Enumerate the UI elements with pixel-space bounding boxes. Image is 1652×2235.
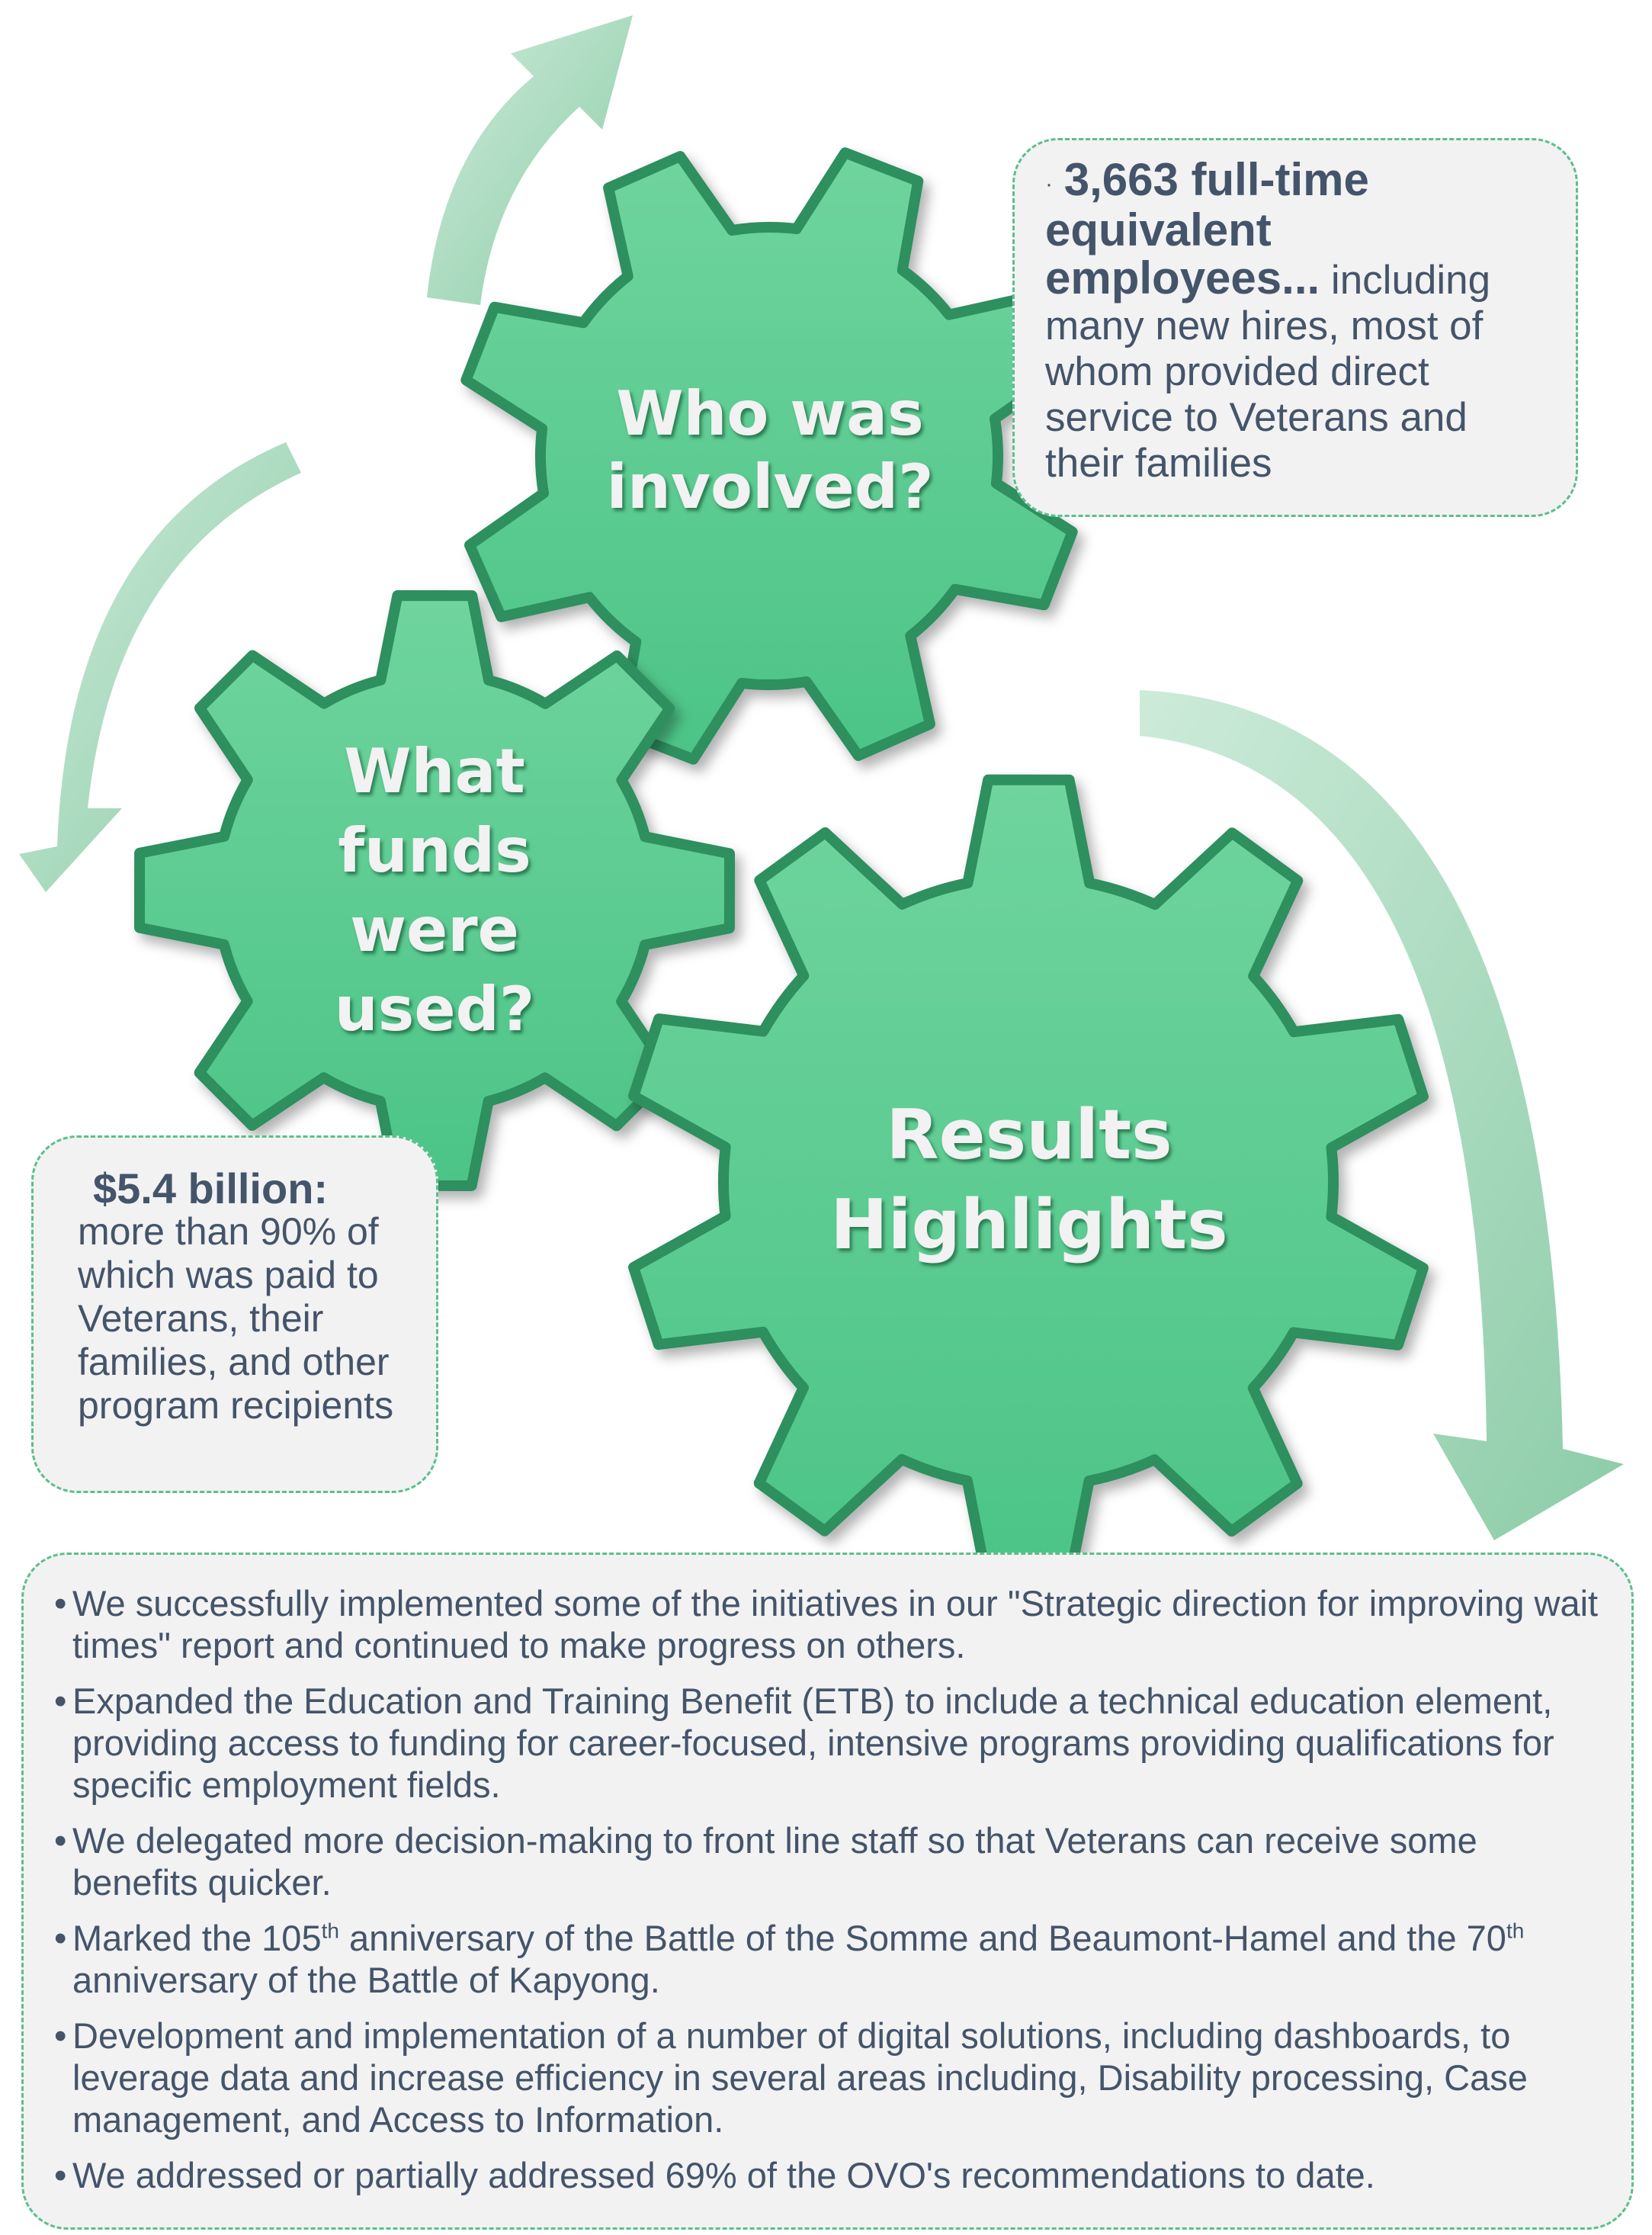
gear-who-shape [460,147,1078,765]
bullet: • [54,2015,67,2056]
list-item-text: We successfully implemented some of the … [72,1583,1599,1665]
gear-results-label: Results Highlights [830,1095,1228,1265]
gear-results-shape [628,774,1429,1590]
list-item-text: Marked the 105th anniversary of the Batt… [72,1918,1525,2000]
bullet: • [54,1820,67,1861]
bullet: • [54,1918,67,1958]
gear-funds-shape [134,590,735,1191]
list-item: •Development and implementation of a num… [54,2015,1609,2140]
list-item: •We addressed or partially addressed 69%… [54,2154,1609,2196]
gear-who-label: Who was involved? [606,378,934,522]
list-item-text: We addressed or partially addressed 69% … [72,2155,1375,2195]
funds-callout: $5.4 billion: more than 90% of which was… [31,1135,438,1493]
bullet: • [54,1681,67,1721]
staff-callout: · 3,663 full-time equivalent employees..… [1012,138,1578,517]
staff-count: 3,663 full-time equivalent employees... [1045,154,1369,303]
cycle-arrow-top [427,15,633,305]
list-item: •Marked the 105th anniversary of the Bat… [54,1917,1609,2001]
cycle-arrow-right [1140,690,1624,1540]
results-list: •We successfully implemented some of the… [21,1553,1634,2230]
gear-funds-label: What funds were used? [334,736,535,1045]
funds-amount: $5.4 billion: [93,1164,329,1212]
list-item: •We delegated more decision-making to fr… [54,1819,1609,1903]
list-item: •Expanded the Education and Training Ben… [54,1680,1609,1806]
bullet: • [54,1583,67,1623]
cycle-arrow-left [19,442,301,892]
list-item-text: We delegated more decision-making to fro… [72,1820,1477,1903]
bullet: • [54,2155,67,2195]
funds-description: more than 90% of which was paid to Veter… [78,1210,394,1427]
staff-description: including many new hires, most of whom p… [1045,258,1491,486]
list-item-text: Development and implementation of a numb… [72,2015,1528,2140]
list-item-text: Expanded the Education and Training Bene… [72,1681,1554,1805]
bullet: · [1045,172,1053,197]
list-item: •We successfully implemented some of the… [54,1582,1609,1666]
